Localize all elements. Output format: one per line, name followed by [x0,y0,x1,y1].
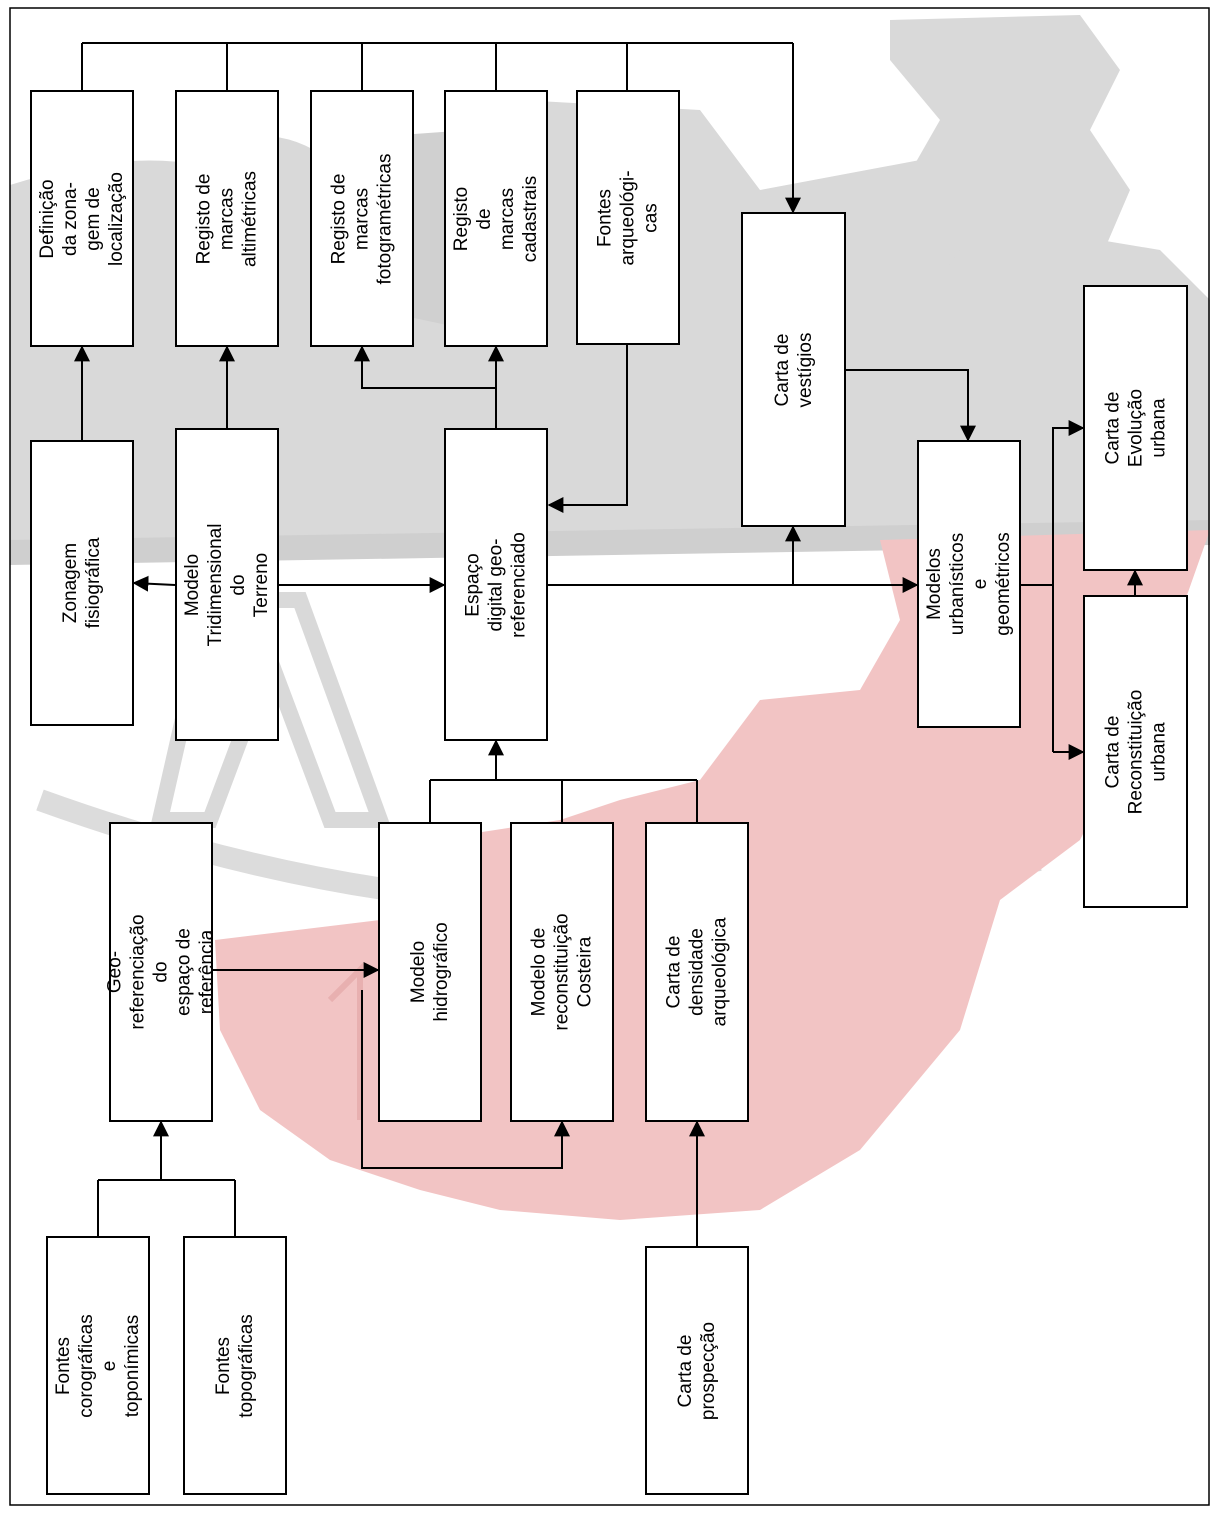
box-espaco-digital: Espaço digital geo- referenciado [444,428,548,741]
box-carta-densidade: Carta de densidade arqueológica [645,822,749,1122]
box-modelo-hidrografico: Modelo hidrográfico [378,822,482,1122]
box-carta-vestigios: Carta de vestígios [741,212,846,527]
watermark-letter-a [149,592,392,828]
box-zonagem-fisiografica: Zonagem fisiográfica [30,440,134,726]
box-registo-altimetricas: Registo de marcas altimétricas [175,90,279,347]
arrow-espaco-fotogrametricas [354,345,496,389]
box-registo-fotogrametricas: Registo de marcas fotogramétricas [310,90,414,347]
arrow-arqueologicas-espaco [547,345,628,513]
watermark-gray-band [10,520,1210,565]
box-fontes-arqueologicas: Fontes arqueológi- cas [576,90,680,345]
box-georeferenciacao: Geo-referenciação do espaço de referênci… [105,822,218,1122]
box-modelo-costeira: Modelo de reconstituição Costeira [510,822,614,1122]
box-carta-prospeccao: Carta de prospecção [645,1246,749,1495]
box-fontes-corograficas: Fontes corográficas e toponímicas [46,1236,150,1495]
box-definicao-zonagem: Definição da zona- gem de localização [30,90,134,347]
arrow-modelos-evolucao [1052,420,1085,752]
box-carta-reconstituicao: Carta de Reconstituição urbana [1083,595,1188,908]
box-modelos-urbanisticos: Modelos urbanísticos e geométricos [917,440,1021,728]
box-carta-evolucao: Carta de Evolução urbana [1083,285,1188,571]
box-registo-cadastrais: Registo de marcas cadastrais [444,90,548,347]
page-border [9,7,1210,1506]
arrow-tridim-zonagem [132,575,176,592]
arrow-vestigios-modelos [845,369,976,442]
box-fontes-topograficas: Fontes topográficas [183,1236,287,1495]
box-modelo-tridimensional: Modelo Tridimensional do Terreno [175,428,279,741]
arrow-hidrografico-costeira [361,990,570,1169]
